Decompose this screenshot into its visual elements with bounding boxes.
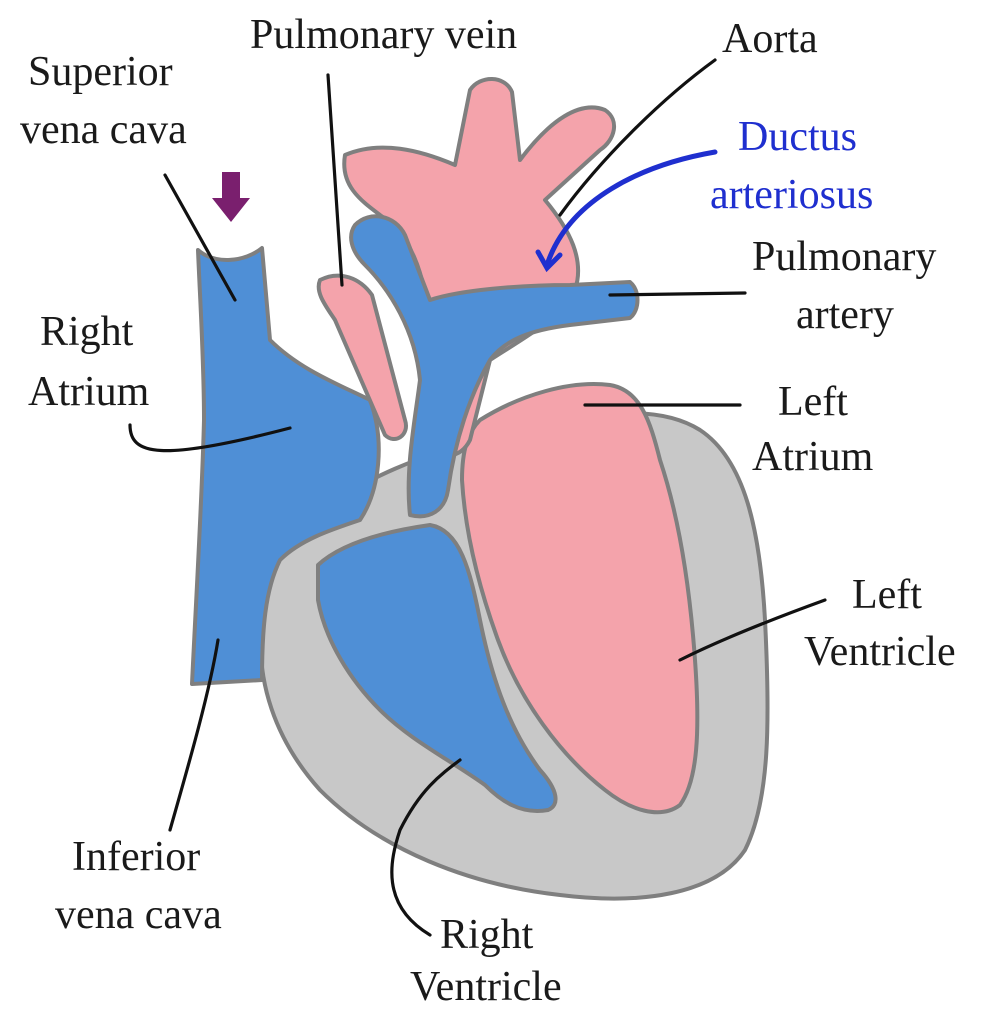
leader-pulmonary-artery	[610, 293, 745, 295]
label-right-atrium-2: Atrium	[28, 369, 150, 415]
label-left-ventricle-2: Ventricle	[804, 629, 956, 675]
label-ductus-2: arteriosus	[710, 172, 873, 218]
down-arrow-icon	[212, 172, 250, 222]
label-superior-vena-cava-2: vena cava	[20, 107, 187, 153]
label-ductus-1: Ductus	[738, 114, 857, 160]
label-inferior-vena-cava-2: vena cava	[55, 892, 222, 938]
label-left-atrium-1: Left	[778, 379, 848, 425]
label-right-atrium-1: Right	[40, 309, 134, 355]
label-left-ventricle-1: Left	[852, 572, 922, 618]
label-pulmonary-vein: Pulmonary vein	[250, 12, 517, 58]
label-pulmonary-artery-1: Pulmonary	[752, 234, 936, 280]
label-inferior-vena-cava-1: Inferior	[72, 834, 200, 880]
label-right-ventricle-1: Right	[440, 912, 534, 958]
label-left-atrium-2: Atrium	[752, 434, 874, 480]
leader-pulmonary-vein	[328, 75, 342, 285]
label-aorta: Aorta	[722, 16, 818, 62]
label-right-ventricle-2: Ventricle	[410, 964, 562, 1009]
label-superior-vena-cava-1: Superior	[28, 49, 173, 95]
label-pulmonary-artery-2: artery	[796, 292, 894, 338]
